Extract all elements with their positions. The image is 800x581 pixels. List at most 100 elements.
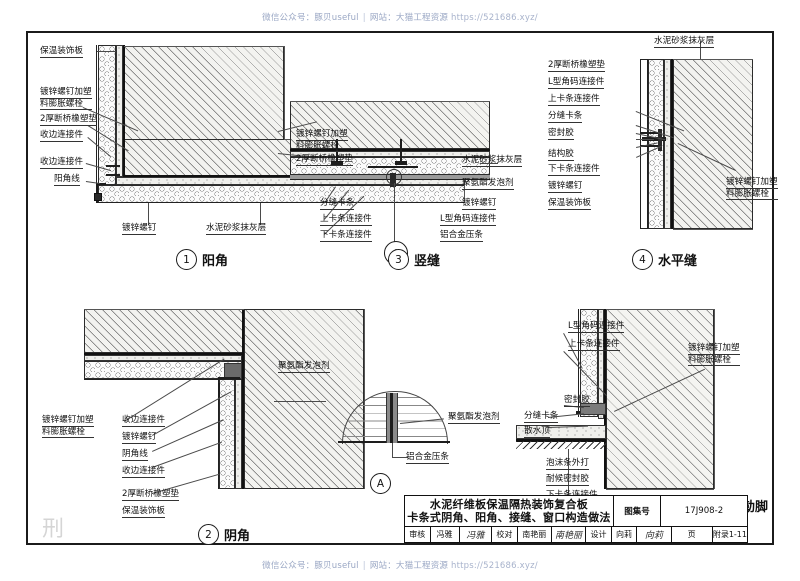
- drawing-title-line2: 卡条式阴角、阳角、接缝、窗口构造做法: [407, 511, 611, 525]
- detail-3-title: 竖缝: [414, 254, 441, 269]
- detail-1-number: 1: [183, 253, 190, 266]
- detail-1-bubble: 1: [176, 249, 197, 270]
- detail-4-label-7: 下卡条连接件: [548, 164, 600, 176]
- detail-2-label-8: 聚氨酯发泡剂: [278, 361, 330, 373]
- detail-4-label-3: 上卡条连接件: [548, 94, 600, 106]
- detail-A-bubble: A: [370, 473, 391, 494]
- detail-A-number: A: [376, 477, 385, 490]
- watermark-separator: |: [362, 13, 366, 23]
- watermark-wechat-label: 微信公众号：: [262, 13, 315, 23]
- atlas-number-key: 图集号: [614, 496, 661, 527]
- detail-1-label-6: 阳角线: [54, 174, 80, 186]
- atlas-number-value: 17J908-2: [684, 506, 724, 517]
- watermark-url-2: https://521686.xyz/: [451, 561, 538, 571]
- page-value: 附录1-11: [712, 530, 747, 540]
- check-key: 校对: [492, 527, 518, 542]
- title-block: 水泥纤维板保温隔热装饰复合板 卡条式阴角、阳角、接缝、窗口构造做法 图集号 17…: [404, 495, 748, 543]
- check-signature: 南艳丽: [552, 527, 587, 542]
- detail-1-label-0: 保温装饰板: [40, 46, 83, 58]
- detail-2-label-0b: 料膨胀螺栓: [42, 427, 94, 439]
- detail-2-label-6: 2厚断桥橡塑垫: [122, 489, 180, 501]
- detail-4-label-9: 保温装饰板: [548, 198, 591, 210]
- detail-2-label-2: 收边连接件: [122, 415, 165, 427]
- detail-2-label-0: 镀锌螺钉加塑 料膨胀螺栓: [42, 415, 94, 439]
- detail-2-label-0a: 镀锌螺钉加塑: [42, 415, 94, 427]
- watermark-site-name: 大猫工程资源: [395, 13, 449, 23]
- watermark-wechat-name-2: 豚贝useful: [314, 561, 359, 571]
- detail-1-label-7: 镀锌螺钉: [122, 223, 157, 235]
- detail-5-label-10b: 料膨胀螺栓: [688, 355, 740, 367]
- detail-3-label-8: 镀锌螺钉: [462, 198, 497, 210]
- drawing-title-line1: 水泥纤维板保温隔热装饰复合板: [429, 498, 589, 512]
- detail-4-label-2: L型角码连接件: [548, 77, 605, 89]
- detail-4-label-0: 水泥砂浆抹灰层: [654, 36, 715, 48]
- detail-3-label-7: 下卡条连接件: [320, 230, 372, 242]
- detail-3-label-9: L型角码连接件: [440, 214, 497, 226]
- review-key: 审核: [405, 527, 431, 542]
- detail-5-title: 勒脚: [742, 500, 769, 515]
- detail-3-number: 3: [395, 253, 402, 266]
- detail-3-label-5: 分缝卡条: [320, 198, 355, 210]
- detail-2-label-5: 收边连接件: [122, 466, 165, 478]
- detail-4-label-10a: 镀锌螺钉加塑: [726, 177, 778, 189]
- detail-5-label-0: L型角码连接件: [568, 321, 625, 333]
- detail-4-label-4: 分缝卡条: [548, 111, 583, 123]
- detail-5-label-5: 泡沫条外打: [546, 458, 589, 470]
- detail-3-label-10: 铝合金压条: [440, 230, 483, 242]
- detail-4-label-10b: 料膨胀螺栓: [726, 189, 778, 201]
- detail-3-number-bubble: 3: [388, 249, 409, 270]
- detail-4-label-1: 2厚断桥橡塑垫: [548, 60, 606, 72]
- detail-1-label-5: 收边连接件: [40, 157, 83, 169]
- detail-2-title: 阴角: [224, 529, 251, 544]
- watermark-wechat-name: 豚贝useful: [314, 13, 359, 23]
- drawing-sheet: 保温装饰板 镀锌螺钉加塑 料膨胀螺栓 2厚断桥橡塑垫 收边连接件 收边连接件 阳…: [26, 31, 778, 545]
- watermark-url: https://521686.xyz/: [451, 13, 538, 23]
- watermark-wechat-label-2: 微信公众号：: [262, 561, 315, 571]
- sheet-stamp-icon: 刑: [42, 517, 65, 542]
- title-block-drawing-name: 水泥纤维板保温隔热装饰复合板 卡条式阴角、阳角、接缝、窗口构造做法: [405, 496, 614, 527]
- design-key: 设计: [586, 527, 612, 542]
- detail-5-label-10a: 镀锌螺钉加塑: [688, 343, 740, 355]
- detail-3-label-3: 水泥砂浆抹灰层: [462, 155, 523, 167]
- detail-4-title: 水平缝: [658, 254, 698, 269]
- detail-4-number: 4: [639, 253, 646, 266]
- detail-2-label-3: 镀锌螺钉: [122, 432, 157, 444]
- detail-2-label-4: 阴角线: [122, 449, 148, 461]
- detail-2-number-bubble: 2: [198, 524, 219, 545]
- detail-1-title: 阳角: [202, 254, 229, 269]
- detail-4-label-8: 镀锌螺钉: [548, 181, 583, 193]
- detail-1-label-1b: 料膨胀螺栓: [40, 99, 92, 111]
- detail-4-number-bubble: 4: [632, 249, 653, 270]
- review-name: 冯雅: [431, 527, 460, 542]
- detail-1-label-1a: 镀锌螺钉加塑: [40, 87, 92, 99]
- watermark-site-label-2: 网站：: [369, 561, 396, 571]
- watermark-site-label: 网站：: [369, 13, 396, 23]
- detail-5-label-6: 耐候密封胶: [546, 474, 589, 486]
- detail-5-label-1: 上卡条连接件: [568, 339, 620, 351]
- check-name: 南艳丽: [518, 527, 552, 542]
- detail-3-label-0b: 料膨胀螺栓: [296, 141, 348, 153]
- detail-4-label-5: 密封胶: [548, 128, 574, 140]
- detail-1-label-3: 2厚断桥橡塑垫: [40, 114, 98, 126]
- detail-4-label-6: 结构胶: [548, 149, 574, 161]
- watermark-top: 微信公众号：豚贝useful|网站：大猫工程资源 https://521686.…: [0, 11, 800, 23]
- detail-2-number: 2: [205, 528, 212, 541]
- detail-5-label-4: 散水顶: [524, 426, 550, 438]
- detail-5-label-3: 分缝卡条: [524, 411, 559, 423]
- detail-3-label-2: 2厚断桥橡塑垫: [296, 154, 354, 166]
- watermark-bottom: 微信公众号：豚贝useful|网站：大猫工程资源 https://521686.…: [0, 559, 800, 571]
- detail-5-label-10: 镀锌螺钉加塑 料膨胀螺栓: [688, 343, 740, 367]
- detail-A-label-1: 铝合金压条: [406, 452, 449, 464]
- watermark-site-name-2: 大猫工程资源: [395, 561, 449, 571]
- design-name: 向莉: [612, 527, 638, 542]
- detail-3-label-0a: 镀锌螺钉加塑: [296, 129, 348, 141]
- detail-3-label-6: 上卡条连接件: [320, 214, 372, 226]
- detail-1-label-1: 镀锌螺钉加塑 料膨胀螺栓: [40, 87, 92, 111]
- detail-5-label-2: 密封胶: [564, 395, 590, 407]
- detail-3-label-0: 镀锌螺钉加塑 料膨胀螺栓: [296, 129, 348, 153]
- detail-1-label-4: 收边连接件: [40, 130, 83, 142]
- detail-A-label-0: 聚氨酯发泡剂: [448, 412, 500, 424]
- page-key: 页: [672, 527, 713, 542]
- design-signature: 向莉: [637, 527, 672, 542]
- review-signature: 冯雅: [460, 527, 493, 542]
